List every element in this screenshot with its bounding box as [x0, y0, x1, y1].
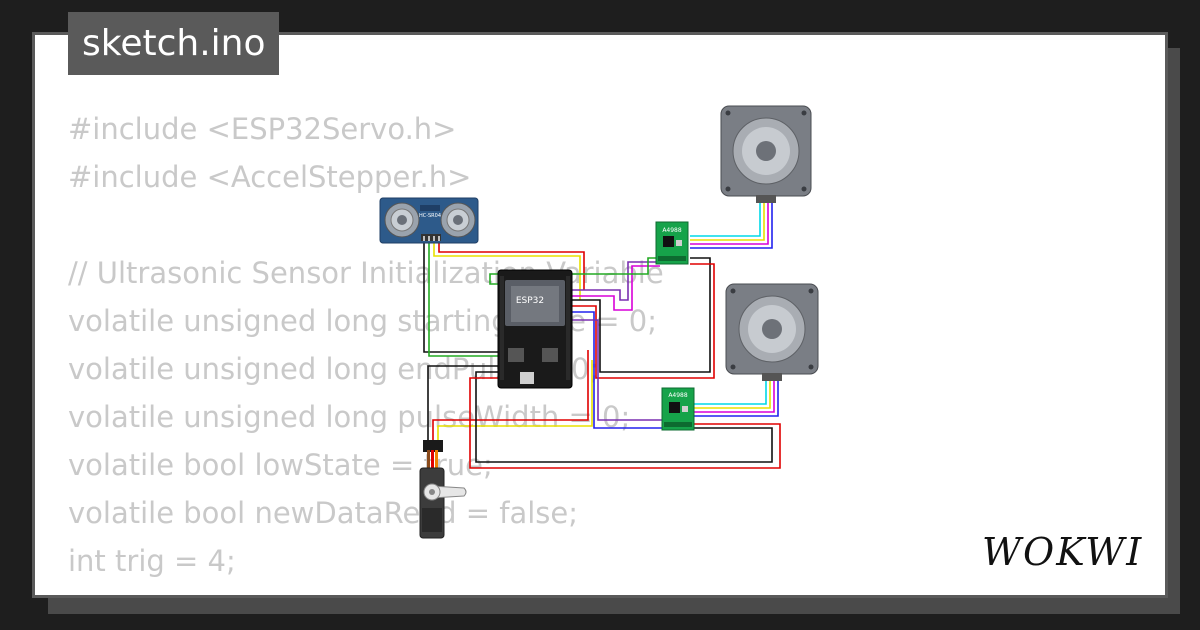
wire-d2-gnd — [475, 371, 773, 463]
filename-tab: sketch.ino — [68, 12, 280, 75]
driver2-label: A4988 — [668, 392, 688, 399]
wire-d2-vcc — [469, 377, 781, 469]
wire-sensor-gnd — [423, 240, 500, 353]
esp32-board[interactable]: ESP32 — [497, 269, 573, 389]
driver1-label: A4988 — [662, 227, 682, 234]
code-background: #include <ESP32Servo.h> #include <AccelSt… — [68, 105, 664, 595]
wire-sensor-trig — [433, 240, 581, 300]
code-line: int trig = 4; — [68, 544, 236, 578]
code-line: #include <AccelStepper.h> — [68, 160, 472, 194]
wire-sensor-echo — [428, 240, 500, 357]
wire-m2-c — [692, 376, 775, 413]
wire-d1-gnd — [570, 257, 711, 373]
wire-m1-a — [690, 200, 761, 237]
code-line: #include <ESP32Servo.h> — [68, 112, 457, 146]
wire-m1-c — [690, 200, 769, 245]
code-line: volatile unsigned long endPulse = 0; — [68, 352, 600, 386]
wires — [423, 200, 781, 469]
wire-servo-vcc — [432, 350, 589, 440]
stepper-driver-1[interactable]: A4988 — [655, 221, 689, 265]
stepper-motor-1[interactable] — [720, 105, 812, 203]
wire-servo-gnd — [427, 365, 500, 440]
wire-m1-b — [690, 200, 765, 241]
wire-servo-signal — [437, 360, 593, 440]
wire-m2-b — [692, 376, 771, 409]
code-line: volatile bool lowState = true; — [68, 448, 493, 482]
wire-d1-vcc — [570, 263, 715, 379]
wire-m2-d — [692, 376, 779, 417]
wire-d2-dir — [570, 319, 664, 421]
board-label: ESP32 — [516, 296, 544, 306]
servo-motor[interactable] — [419, 440, 467, 539]
wire-m1-d — [690, 200, 773, 249]
wire-m2-a — [692, 376, 767, 405]
wire-d2-step — [570, 311, 664, 429]
code-line: int echo = 2; — [68, 585, 664, 595]
wire-d1-step — [570, 261, 660, 301]
sensor-label: HC-SR04 — [419, 213, 441, 219]
wire-sensor-vcc — [438, 240, 585, 290]
wokwi-logo: WOKWI — [982, 530, 1143, 574]
wire-d1-dir — [570, 265, 660, 311]
ultrasonic-sensor[interactable]: HC-SR04 — [379, 197, 479, 244]
stepper-motor-2[interactable] — [725, 283, 819, 381]
stepper-driver-2[interactable]: A4988 — [661, 387, 695, 431]
logo-text: WOKWI — [982, 530, 1143, 574]
